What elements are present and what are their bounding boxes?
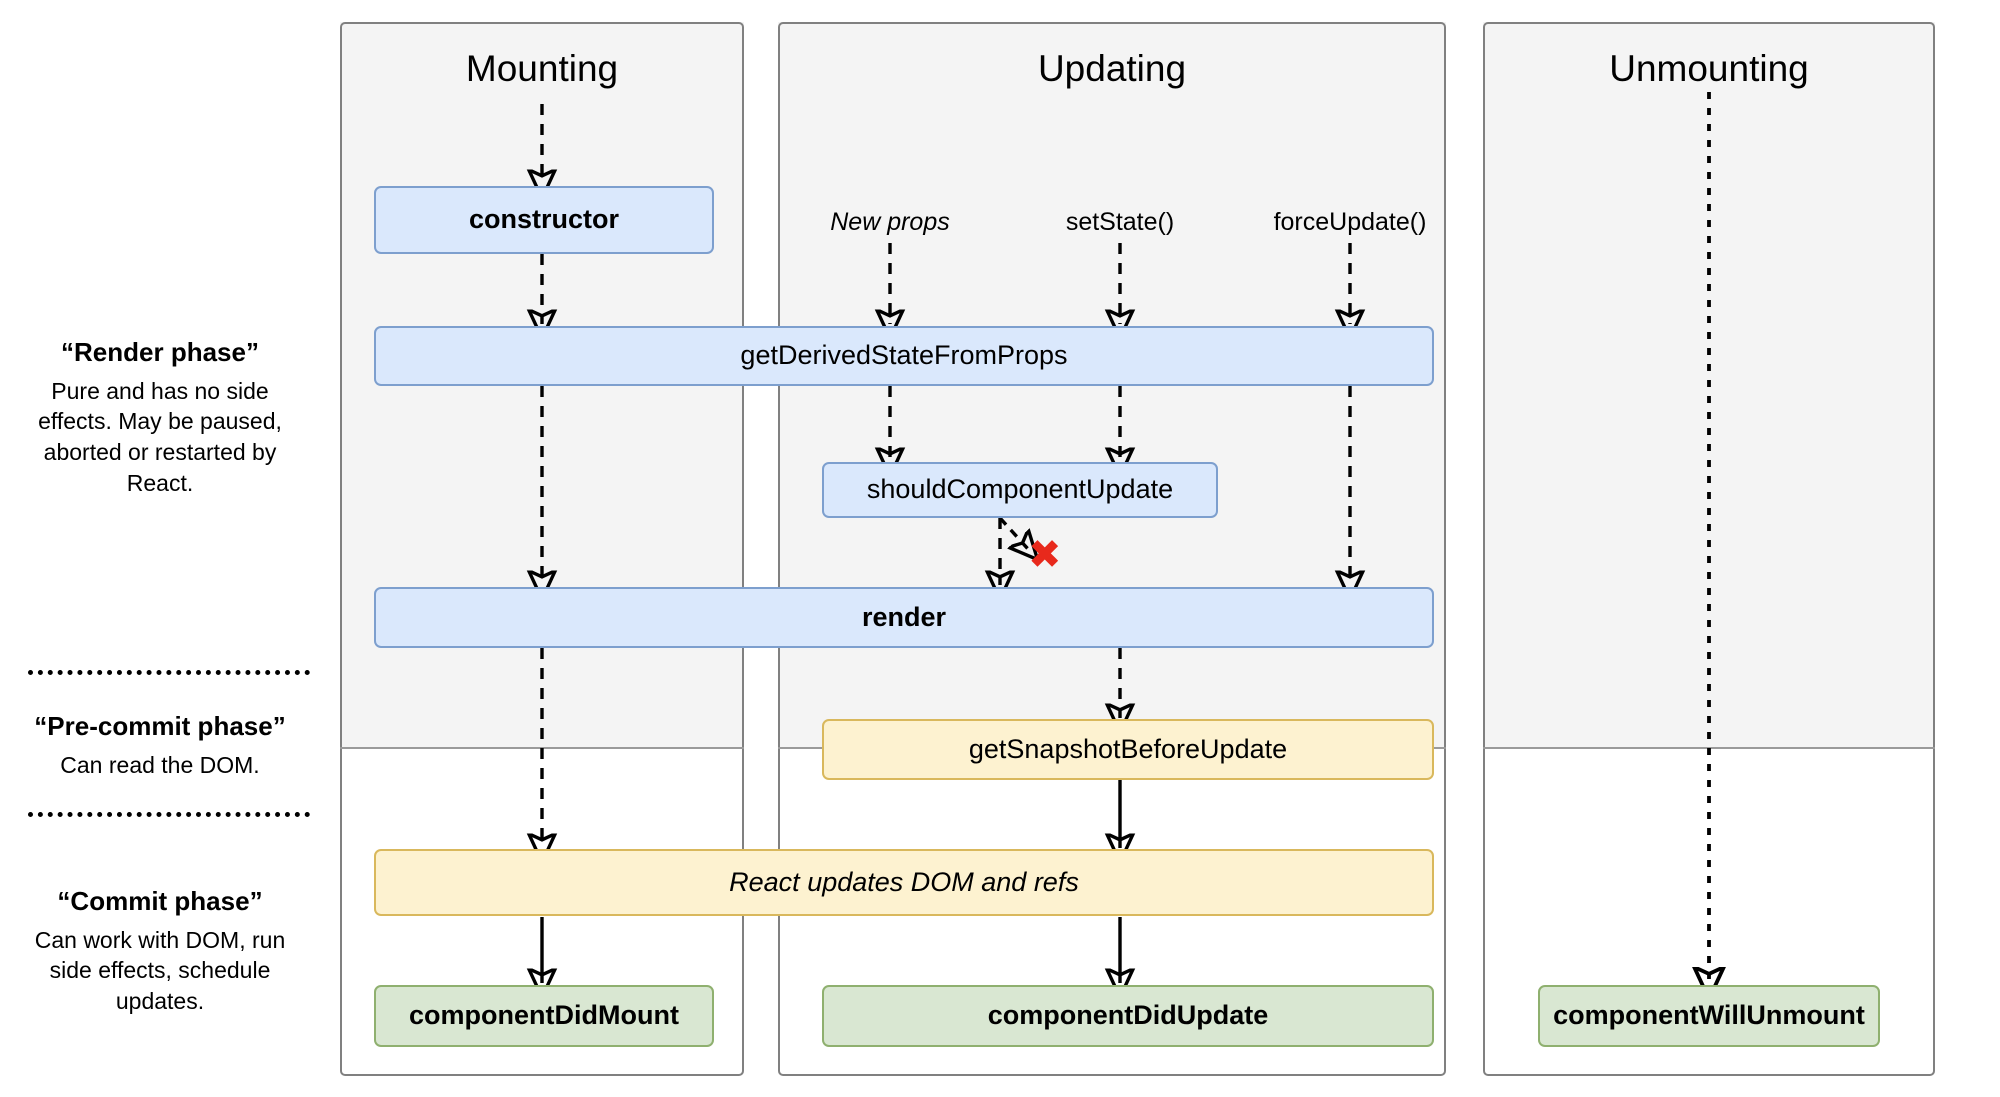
phase-separator-bottom [28, 812, 310, 817]
phase-title-pre-commit: “Pre-commit phase” [34, 711, 286, 741]
phase-label-pre-commit: “Pre-commit phase” Can read the DOM. [0, 710, 320, 780]
phase-title-commit: “Commit phase” [57, 886, 263, 916]
node-component-did-update[interactable]: componentDidUpdate [822, 985, 1434, 1047]
node-get-derived-state-from-props[interactable]: getDerivedStateFromProps [374, 326, 1434, 386]
column-header-mounting: Mounting [465, 48, 619, 89]
trigger-force-update: forceUpdate() [1273, 208, 1427, 236]
node-get-snapshot-before-update[interactable]: getSnapshotBeforeUpdate [822, 719, 1434, 780]
phase-desc-commit: Can work with DOM, run side effects, sch… [34, 926, 286, 1015]
phase-title-render: “Render phase” [61, 337, 259, 367]
node-constructor[interactable]: constructor [374, 186, 714, 254]
arrow-scu-to-abort [998, 516, 1028, 549]
unmounting-column [1483, 22, 1935, 1076]
node-component-did-mount[interactable]: componentDidMount [374, 985, 714, 1047]
trigger-set-state: setState() [1065, 208, 1175, 236]
phase-desc-pre-commit: Can read the DOM. [60, 751, 260, 778]
phase-label-render: “Render phase” Pure and has no side effe… [0, 336, 320, 499]
node-component-will-unmount[interactable]: componentWillUnmount [1538, 985, 1880, 1047]
phase-desc-render: Pure and has no side effects. May be pau… [38, 377, 282, 496]
node-react-updates-dom-and-refs[interactable]: React updates DOM and refs [374, 849, 1434, 916]
phase-label-commit: “Commit phase” Can work with DOM, run si… [0, 885, 320, 1017]
phase-separator-top [28, 670, 310, 675]
column-header-unmounting: Unmounting [1609, 48, 1809, 89]
updating-column [778, 22, 1446, 1076]
mounting-column [340, 22, 744, 1076]
column-header-updating: Updating [1037, 48, 1187, 89]
trigger-new-props: New props [830, 208, 950, 236]
node-render[interactable]: render [374, 587, 1434, 648]
node-should-component-update[interactable]: shouldComponentUpdate [822, 462, 1218, 518]
abort-x-icon: ✖ [1028, 532, 1062, 578]
